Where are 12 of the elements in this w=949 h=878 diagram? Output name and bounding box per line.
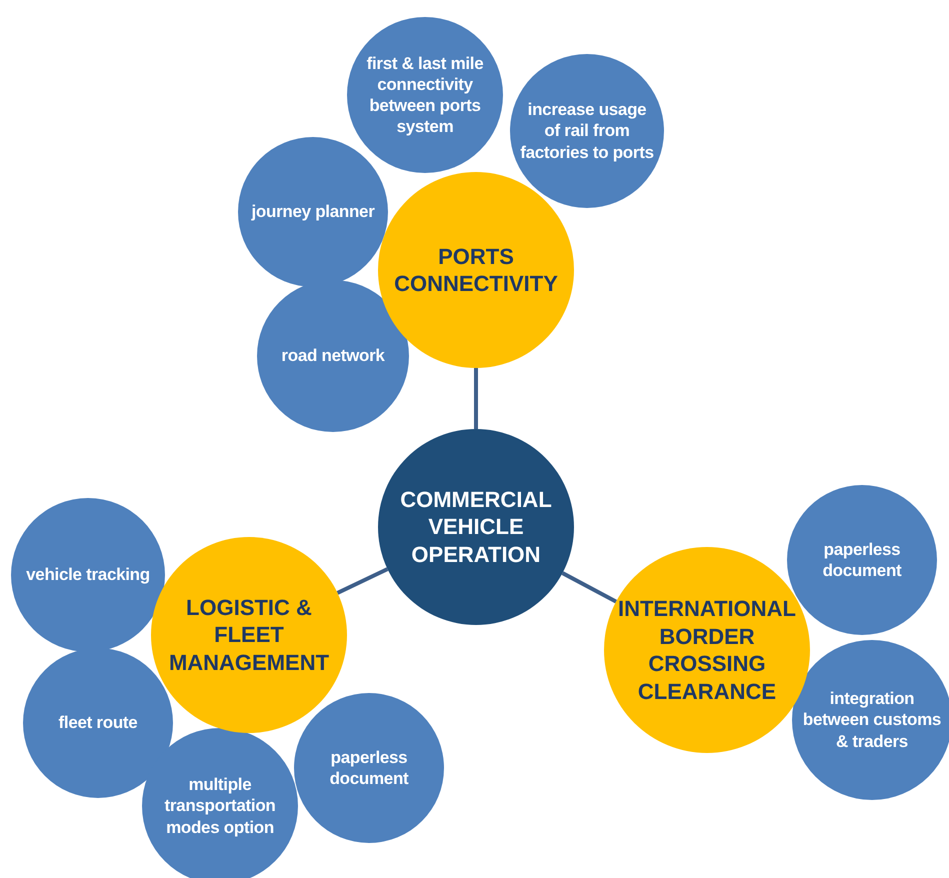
topic-circle: LOGISTIC & FLEET MANAGEMENT <box>151 537 347 733</box>
subtopic-circle: paperless document <box>294 693 444 843</box>
subtopic-circle: journey planner <box>238 137 388 287</box>
connector-line <box>562 571 618 604</box>
subtopic-circle: multiple transportation modes option <box>142 728 298 878</box>
subtopic-circle: integration between customs & traders <box>792 640 949 800</box>
subtopic-circle: vehicle tracking <box>11 498 165 652</box>
subtopic-circle: increase usage of rail from factories to ports <box>510 54 664 208</box>
subtopic-circle: first & last mile connectivity between ports system <box>347 17 503 173</box>
connector-line <box>336 567 388 595</box>
connector-line <box>474 368 478 429</box>
central-topic-circle: COMMERCIAL VEHICLE OPERATION <box>378 429 574 625</box>
